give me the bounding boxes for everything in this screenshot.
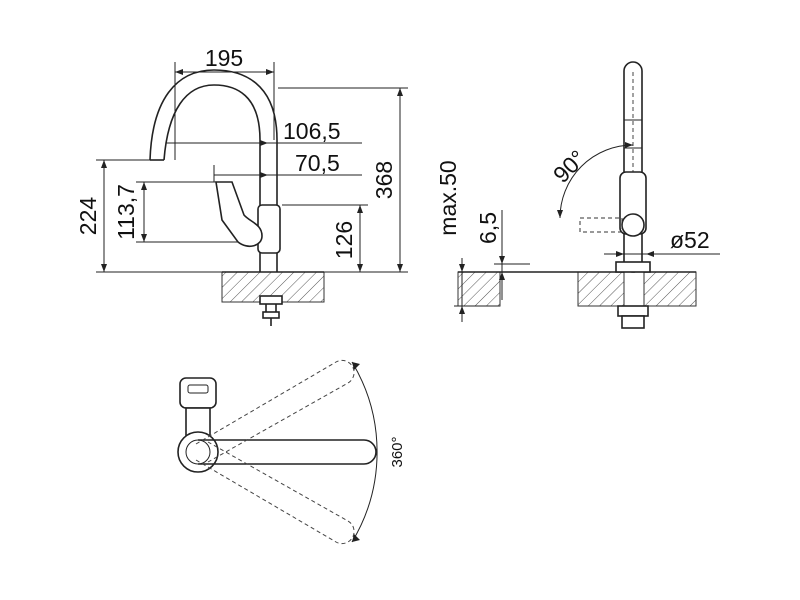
side-base-plate [615,261,651,273]
dim-max-50: max.50 [435,160,500,322]
side-counter-hole [623,271,645,307]
dim-195-label: 195 [205,45,243,71]
dim-106-5: 106,5 [166,118,362,146]
dim-max-50-label: max.50 [435,160,461,235]
dim-dia-52: ø52 [604,227,720,257]
dim-113-7: 113,7 [113,181,238,243]
front-connector [262,311,280,319]
dim-126-label: 126 [331,221,357,259]
top-spout-swivel-up [195,359,355,463]
side-connector-lower [621,315,645,329]
dim-70-5: 70,5 [213,150,362,182]
front-mixer-body [257,204,281,254]
dim-360-angle: 360° [351,361,406,543]
top-view: 360° [177,359,406,545]
side-lever-pivot [621,213,645,237]
side-mount-nut [617,305,649,317]
dim-113-7-label: 113,7 [113,184,139,240]
side-view: 90° ø52 max.50 6,5 [435,61,720,329]
dim-70-5-label: 70,5 [295,150,340,176]
side-lever-handle [579,217,623,233]
dim-90-label: 90° [548,145,591,188]
dim-360-label: 360° [389,436,406,467]
dim-6-5: 6,5 [475,210,530,300]
dim-195: 195 [174,45,275,160]
top-spout-swivel-down [195,441,355,545]
dim-126: 126 [282,204,368,272]
dim-6-5-label: 6,5 [475,212,501,244]
front-base-fitting [259,295,283,305]
top-body-circle [177,431,219,473]
dim-368: 368 [278,87,408,273]
front-lever-handle [215,181,263,248]
dim-224: 224 [75,159,222,273]
front-spout-outer [163,84,261,272]
dim-224-label: 224 [75,197,101,236]
side-counter-left [457,271,501,307]
dim-52-label: ø52 [670,227,710,253]
dim-106-5-label: 106,5 [283,118,341,144]
front-spout-inner [149,69,278,272]
dim-368-label: 368 [371,161,397,199]
top-spout-center [198,439,377,465]
front-view: 195 106,5 70,5 368 [75,45,408,326]
